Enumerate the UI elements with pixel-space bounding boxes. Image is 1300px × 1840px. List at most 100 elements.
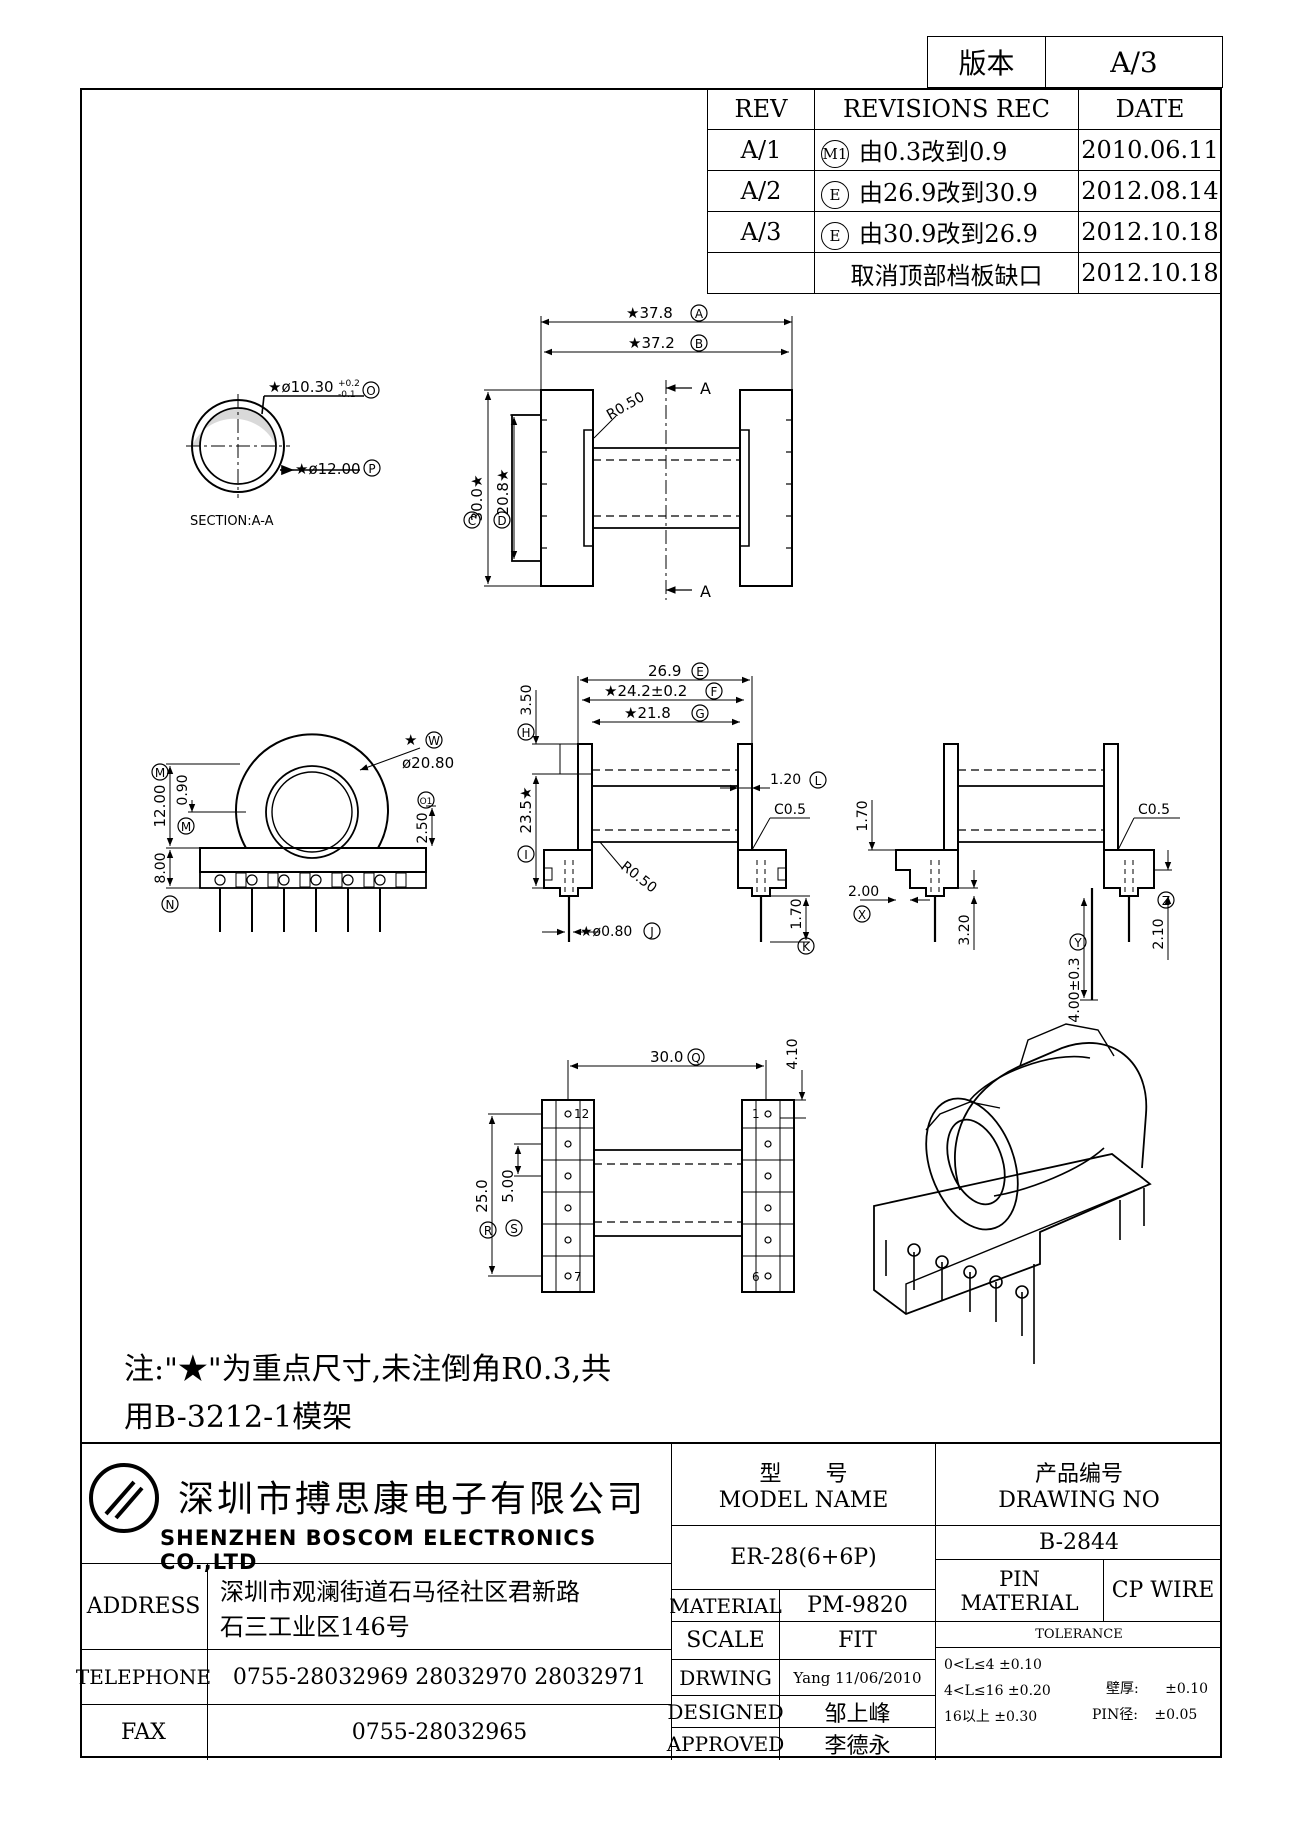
side-pins <box>214 872 407 932</box>
callout-circle <box>363 459 381 477</box>
left-flange <box>540 389 594 587</box>
callout-letter: B <box>695 337 703 351</box>
callout-letter: Y <box>1073 936 1082 950</box>
callout-circle <box>479 1221 497 1239</box>
tolerance-row: 4<L≤16 ±0.20 <box>944 1683 1051 1699</box>
side-flange-outline <box>235 733 389 849</box>
dim-label: ø20.80 <box>402 754 454 772</box>
tolerance-table: 0<L≤4 ±0.10 4<L≤16 ±0.20 16以上 ±0.30 <box>944 1652 1051 1730</box>
date-cell: 2010.06.11 <box>1078 129 1222 171</box>
callout-letter: C <box>468 514 476 528</box>
callout-letter: O <box>366 384 375 398</box>
callout-circle <box>493 511 511 529</box>
rev-cell: A/2 <box>707 170 815 212</box>
iso-front-flange <box>925 1097 1019 1231</box>
drwing-value: Yang 11/06/2010 <box>780 1660 936 1696</box>
front-view: 26.9 E ★24.2±0.2 F ★21.8 G 3.50 <box>517 662 827 955</box>
dim-label: 26.9 <box>648 662 681 680</box>
chamfer-label: C0.5 <box>1138 802 1170 818</box>
front-left-flange <box>577 743 593 851</box>
revision-text: 由30.9改到26.9 <box>859 220 1038 249</box>
leader-line <box>261 395 265 415</box>
dim-label: 0.90 <box>175 774 191 805</box>
callout-circle <box>690 304 708 322</box>
callout-circle <box>505 1219 523 1237</box>
right-view-right-flange <box>1103 743 1119 851</box>
note-line-1: 注:"★"为重点尺寸,未注倒角R0.3,共 <box>124 1352 612 1387</box>
right-view-left-flange <box>943 743 959 851</box>
revisions-rec-header: REVISIONS REC <box>814 88 1079 130</box>
left-flange-step <box>511 414 542 562</box>
drawing-no-header: 产品编号 DRAWING NO <box>936 1444 1222 1526</box>
wall-tolerance-label: 壁厚: <box>1106 1681 1139 1697</box>
dim-label: 4.00±0.3 <box>1067 957 1083 1022</box>
callout-circle <box>853 905 871 923</box>
fax-value: 0755-28032965 <box>208 1705 672 1760</box>
revision-header-row: REV REVISIONS REC DATE <box>707 88 1222 130</box>
leader-line <box>593 415 617 439</box>
dim-label: ★21.8 <box>624 704 671 722</box>
dim-inner-tol-minus: -0.1 <box>338 390 356 400</box>
pin-number: 12 <box>574 1107 589 1121</box>
callout-letter: W <box>428 734 440 748</box>
bottom-flange-pattern <box>542 1100 794 1292</box>
section-letter: A <box>700 582 711 601</box>
callout-letter: R <box>484 1224 492 1238</box>
revision-rec-cell: 取消顶部档板缺口 <box>814 252 1079 294</box>
leader-line <box>599 841 623 869</box>
dim-label: 4.10 <box>785 1038 801 1069</box>
callout-letter: M <box>181 820 191 834</box>
revision-mark: E <box>821 221 849 250</box>
callout-letter: O1 <box>420 797 433 807</box>
dim-label: ★37.8 <box>626 304 673 322</box>
dim-label: 30.0 <box>650 1048 683 1066</box>
dim-label: 8.00 <box>153 852 169 883</box>
tolerance-label: TOLERANCE <box>936 1622 1222 1648</box>
bottom-right-flange <box>741 1099 795 1293</box>
version-label: 版本 <box>927 36 1046 88</box>
rev-header: REV <box>707 88 815 130</box>
company-name-en: SHENZHEN BOSCOM ELECTRONICS CO.,LTD <box>160 1526 597 1574</box>
tolerance-row: 0<L≤4 ±0.10 <box>944 1657 1042 1673</box>
iso-front-flange-top <box>925 1101 1001 1131</box>
leader-line <box>1117 817 1135 851</box>
bottom-left-flange <box>541 1099 595 1293</box>
callout-letter: A <box>695 307 704 321</box>
callout-circle <box>425 731 443 749</box>
iso-rear-flange <box>954 1042 1148 1191</box>
dim-label: 1.20 <box>770 772 801 788</box>
front-notch <box>777 867 787 881</box>
title-block: 深圳市搏思康电子有限公司 SHENZHEN BOSCOM ELECTRONICS… <box>76 1442 1222 1760</box>
material-value: PM-9820 <box>780 1590 936 1622</box>
callout-circle <box>691 662 709 680</box>
dim-label: 23.5★ <box>517 787 535 834</box>
company-header: 深圳市搏思康电子有限公司 SHENZHEN BOSCOM ELECTRONICS… <box>80 1444 672 1574</box>
tolerance-row: 16以上 ±0.30 <box>944 1709 1038 1725</box>
revision-row: 取消顶部档板缺口 2012.10.18 <box>707 252 1222 294</box>
address-label: ADDRESS <box>80 1564 208 1650</box>
callout-letter: M <box>155 766 165 780</box>
date-cell: 2012.10.18 <box>1078 211 1222 253</box>
callout-circle <box>177 817 195 835</box>
pin-material-label: PIN MATERIAL <box>936 1560 1104 1622</box>
section-view: ★ø10.30 +0.2 -0.1 O ★ø12.00 P SECTION:A-… <box>186 378 381 529</box>
iso-base-edge <box>905 1183 1151 1314</box>
dim-label: 2.10 <box>1151 918 1167 949</box>
date-header: DATE <box>1078 88 1222 130</box>
flange-pin-marks <box>541 419 792 549</box>
callout-circle <box>517 723 535 741</box>
callout-circle <box>1069 933 1087 951</box>
version-box: 版本 A/3 <box>927 36 1223 88</box>
top-view: ★37.8 A ★37.2 B A A <box>463 304 793 601</box>
address-line-1: 深圳市观澜街道石马径社区君新路 <box>220 1577 580 1606</box>
scale-value: FIT <box>780 1622 936 1660</box>
left-flange-inner-edge <box>583 429 593 547</box>
pin-number: 6 <box>752 1270 760 1284</box>
material-label: MATERIAL <box>669 1590 782 1622</box>
revision-mark: E <box>821 180 849 209</box>
callout-letter: Q <box>691 1051 700 1065</box>
model-name-header: 型 号 MODEL NAME <box>672 1444 936 1526</box>
drawing-notes: 注:"★"为重点尺寸,未注倒角R0.3,共 用B-3212-1模架 <box>124 1346 611 1442</box>
callout-circle <box>161 895 179 913</box>
callout-letter: N <box>166 898 175 912</box>
